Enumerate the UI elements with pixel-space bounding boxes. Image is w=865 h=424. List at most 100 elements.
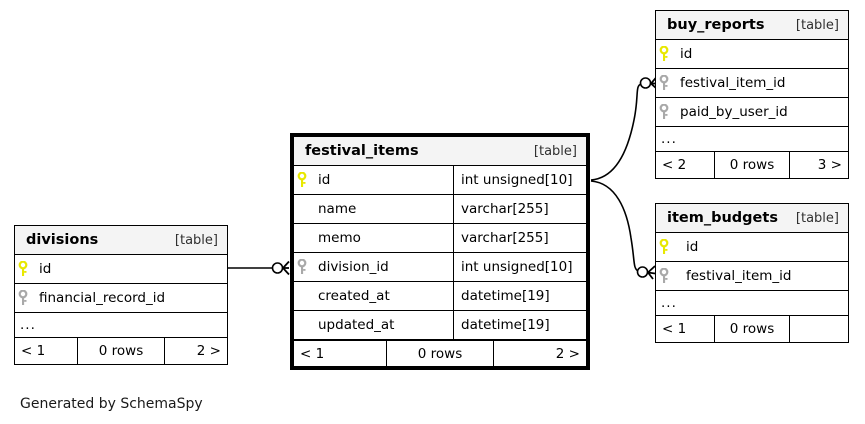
table-row[interactable]: financial_record_id	[15, 284, 227, 313]
column-name-text: id	[686, 239, 699, 255]
column-type-cell: varchar[255]	[453, 195, 586, 223]
more-columns-indicator: ...	[656, 291, 848, 316]
column-name-cell: festival_item_id	[672, 69, 848, 97]
column-type-cell: varchar[255]	[453, 224, 586, 252]
column-name-text: id	[318, 172, 331, 188]
table-row[interactable]: festival_item_id	[656, 262, 848, 291]
next-tables-link[interactable]: 2 >	[196, 343, 221, 359]
edge-festival-items-to-item-budgets	[590, 180, 656, 280]
edge-divisions-to-festival-items	[228, 260, 290, 276]
next-tables-link[interactable]	[790, 316, 848, 342]
next-tables-link[interactable]: 3 >	[817, 157, 842, 173]
table-node-buy-reports[interactable]: buy_reports [table] id	[655, 10, 849, 179]
table-footer-buy-reports: < 2 0 rows 3 >	[656, 152, 848, 178]
foreign-key-icon	[656, 69, 672, 97]
column-name-text: financial_record_id	[39, 290, 166, 306]
table-row[interactable]: created_at datetime[19]	[294, 282, 586, 311]
row-count-label: 0 rows	[714, 316, 790, 342]
crowsfoot-many-marker	[281, 260, 290, 276]
table-kind-label: [table]	[795, 210, 839, 226]
next-tables-link[interactable]: 2 >	[555, 345, 580, 362]
column-name-cell: financial_record_id	[31, 284, 227, 312]
table-row[interactable]: festival_item_id	[656, 69, 848, 98]
table-header-divisions: divisions [table]	[15, 226, 227, 255]
column-name-cell: name	[310, 195, 453, 223]
table-kind-label: [table]	[795, 17, 839, 33]
column-name-cell: created_at	[310, 282, 453, 310]
edge-festival-items-to-buy-reports	[590, 75, 658, 181]
table-row[interactable]: id int unsigned[10]	[294, 166, 586, 195]
table-title-buy-reports: buy_reports	[667, 17, 765, 33]
column-name-cell: division_id	[310, 253, 453, 281]
table-row[interactable]: name varchar[255]	[294, 195, 586, 224]
column-name-text: name	[318, 201, 357, 217]
table-footer-festival-items: < 1 0 rows 2 >	[294, 340, 586, 366]
column-type-text: int unsigned[10]	[461, 259, 573, 275]
ellipsis-text: ...	[20, 316, 36, 333]
generated-by-caption: Generated by SchemaSpy	[20, 396, 203, 412]
table-title-item-budgets: item_budgets	[667, 210, 778, 226]
ellipsis-text: ...	[661, 130, 677, 147]
prev-tables-link[interactable]: < 1	[21, 343, 46, 359]
table-node-divisions[interactable]: divisions [table] id	[14, 225, 228, 365]
foreign-key-icon	[294, 253, 310, 281]
table-row[interactable]: id	[656, 40, 848, 69]
column-name-cell: id	[310, 166, 453, 194]
column-name-cell: paid_by_user_id	[672, 98, 848, 126]
ellipsis-text: ...	[661, 294, 677, 311]
table-row[interactable]: id	[15, 255, 227, 284]
column-type-cell: datetime[19]	[453, 282, 586, 310]
crowsfoot-many-marker	[646, 265, 656, 280]
row-count-label: 0 rows	[77, 338, 165, 364]
no-key-spacer	[294, 311, 310, 339]
column-type-text: varchar[255]	[461, 230, 549, 246]
column-name-text: updated_at	[318, 317, 395, 333]
column-type-cell: int unsigned[10]	[453, 166, 586, 194]
column-name-text: paid_by_user_id	[680, 104, 788, 120]
more-columns-indicator: ...	[656, 127, 848, 152]
foreign-key-icon	[15, 284, 31, 312]
foreign-key-icon	[656, 98, 672, 126]
table-node-item-budgets[interactable]: item_budgets [table] id	[655, 203, 849, 343]
row-count-label: 0 rows	[386, 341, 494, 366]
column-name-text: created_at	[318, 288, 390, 304]
prev-tables-link[interactable]: < 1	[300, 345, 325, 362]
column-name-text: festival_item_id	[686, 268, 792, 284]
column-name-text: memo	[318, 230, 361, 246]
column-name-cell: id	[31, 255, 227, 283]
table-kind-label: [table]	[174, 232, 218, 248]
column-name-text: id	[39, 261, 52, 277]
prev-tables-link[interactable]: < 1	[662, 321, 687, 337]
column-name-text: id	[680, 46, 693, 62]
table-row[interactable]: id	[656, 233, 848, 262]
no-key-spacer	[294, 224, 310, 252]
table-node-festival-items[interactable]: festival_items [table] id int unsigned[1…	[290, 133, 590, 370]
column-type-cell: int unsigned[10]	[453, 253, 586, 281]
cardinality-zero-marker	[271, 262, 284, 274]
column-type-cell: datetime[19]	[453, 311, 586, 339]
table-title-festival-items: festival_items	[305, 143, 419, 159]
table-footer-divisions: < 1 0 rows 2 >	[15, 338, 227, 364]
column-type-text: datetime[19]	[461, 288, 550, 304]
table-row[interactable]: paid_by_user_id	[656, 98, 848, 127]
column-name-text: festival_item_id	[680, 75, 786, 91]
column-name-cell: id	[672, 40, 848, 68]
column-name-cell: updated_at	[310, 311, 453, 339]
column-type-text: datetime[19]	[461, 317, 550, 333]
foreign-key-icon	[656, 262, 672, 290]
table-title-divisions: divisions	[26, 232, 99, 248]
primary-key-icon	[15, 255, 31, 283]
cardinality-zero-marker	[639, 77, 652, 89]
table-row[interactable]: division_id int unsigned[10]	[294, 253, 586, 282]
primary-key-icon	[294, 166, 310, 194]
table-row[interactable]: updated_at datetime[19]	[294, 311, 586, 340]
table-header-buy-reports: buy_reports [table]	[656, 11, 848, 40]
no-key-spacer	[294, 195, 310, 223]
table-row[interactable]: memo varchar[255]	[294, 224, 586, 253]
table-header-festival-items: festival_items [table]	[294, 137, 586, 166]
primary-key-icon	[656, 233, 672, 261]
prev-tables-link[interactable]: < 2	[662, 157, 687, 173]
no-key-spacer	[294, 282, 310, 310]
column-name-cell: memo	[310, 224, 453, 252]
